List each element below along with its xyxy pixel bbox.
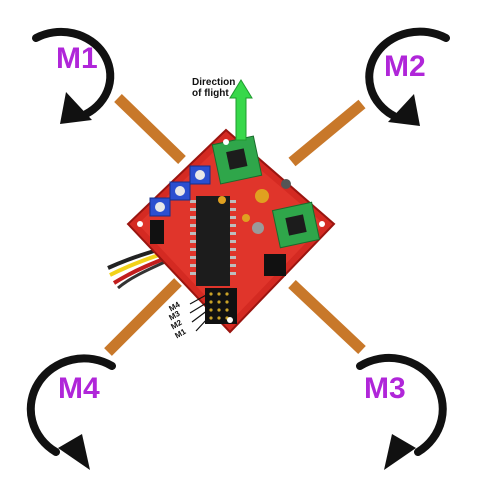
m1-rotation-arrow-icon <box>32 27 115 118</box>
microcontroller-chip <box>196 196 230 286</box>
arms <box>104 94 366 356</box>
pin-labels: M4 M3 M2 M1 <box>167 300 188 341</box>
motor-m4: M4 <box>26 354 116 470</box>
arm-m1 <box>114 94 186 164</box>
m2-rotation-arrow-icon <box>365 27 450 120</box>
direction-label-line1: Direction <box>192 77 235 88</box>
m2-label: M2 <box>384 50 426 83</box>
chip-pins <box>190 200 236 275</box>
motor-m1: M1 <box>32 27 115 124</box>
arm-m4 <box>104 278 182 356</box>
m4-rotation-arrow-icon <box>26 354 116 456</box>
pin-label-leaders <box>189 293 209 332</box>
direction-label-line2: of flight <box>192 88 229 99</box>
motor-m3: M3 <box>356 353 447 470</box>
capacitor <box>252 222 264 234</box>
m1-label: M1 <box>56 42 98 75</box>
motor-m2: M2 <box>365 27 450 126</box>
direction-of-flight-arrow <box>229 79 253 141</box>
arm-m2 <box>288 99 366 167</box>
m3-label: M3 <box>364 372 406 405</box>
m3-rotation-arrow-icon <box>356 353 447 456</box>
pin-header <box>150 220 286 324</box>
capacitor <box>255 189 269 203</box>
arm-m3 <box>288 279 366 355</box>
m4-label: M4 <box>58 372 100 405</box>
flight-controller-board <box>126 128 336 334</box>
